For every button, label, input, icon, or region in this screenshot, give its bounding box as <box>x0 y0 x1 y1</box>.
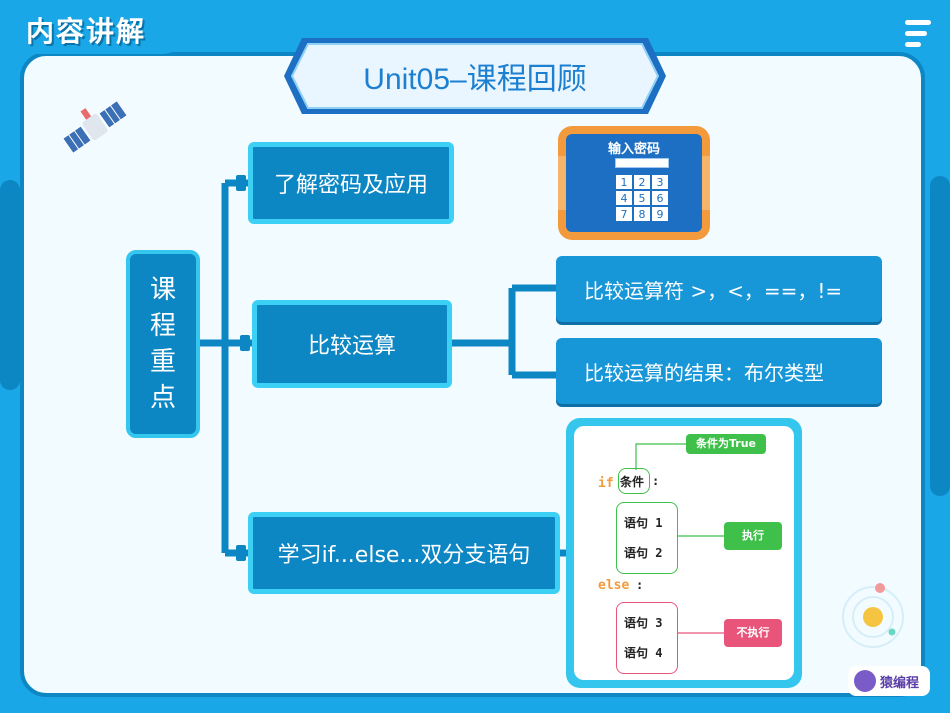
leaf-boolean-label: 比较运算的结果：布尔类型 <box>584 360 824 385</box>
keypad-key: 6 <box>651 190 669 206</box>
stmt-4: 语句 4 <box>624 646 663 660</box>
header-tab <box>0 0 190 54</box>
root-label: 课程重点 <box>149 275 176 413</box>
keypad-key: 9 <box>651 206 669 222</box>
keypad-key: 7 <box>615 206 633 222</box>
leaf-operators-label: 比较运算符 >，<，==，!= <box>584 278 843 303</box>
keypad-body: 输入密码 1 2 3 4 5 6 7 8 9 <box>566 134 702 232</box>
if-keyword: if <box>598 476 614 491</box>
leaf-boolean: 比较运算的结果：布尔类型 <box>556 338 882 404</box>
left-rail <box>0 180 20 390</box>
stmt-3: 语句 3 <box>624 616 663 630</box>
else-colon: : <box>636 578 644 592</box>
diagram-connectors <box>635 443 724 634</box>
if-colon: : <box>652 474 660 488</box>
stmt-1: 语句 1 <box>624 516 663 530</box>
if-else-diagram: 条件为True if 条件 : 语句 1 语句 2 执行 else : 语句 3… <box>566 418 802 688</box>
if-block-box <box>616 502 678 574</box>
keypad-key: 8 <box>633 206 651 222</box>
header-title: 内容讲解 <box>26 15 147 48</box>
node-if-else-label: 学习if...else...双分支语句 <box>277 543 531 568</box>
node-password: 了解密码及应用 <box>248 142 454 224</box>
brand-logo-icon <box>854 670 876 692</box>
brand-label: 猿编程 <box>880 675 920 691</box>
root-node: 课程重点 <box>126 250 200 438</box>
leaf-operators: 比较运算符 >，<，==，!= <box>556 256 882 322</box>
else-keyword: else <box>598 578 630 593</box>
if-else-diagram-inner: 条件为True if 条件 : 语句 1 语句 2 执行 else : 语句 3… <box>574 426 794 680</box>
node-comparison: 比较运算 <box>252 300 452 388</box>
keypad-key: 3 <box>651 174 669 190</box>
tag-condition-true: 条件为True <box>686 434 766 454</box>
tag-execute: 执行 <box>724 522 782 550</box>
menu-icon[interactable] <box>905 20 931 48</box>
right-rail <box>930 176 950 496</box>
keypad-grid: 1 2 3 4 5 6 7 8 9 <box>615 174 669 222</box>
keypad-key: 5 <box>633 190 651 206</box>
keypad-key: 1 <box>615 174 633 190</box>
else-block-box <box>616 602 678 674</box>
title-banner: Unit05–课程回顾 <box>282 36 668 116</box>
keypad-key: 4 <box>615 190 633 206</box>
stmt-2: 语句 2 <box>624 546 663 560</box>
brand-badge: 猿编程 <box>848 666 930 696</box>
condition-label: 条件 <box>620 475 645 489</box>
keypad-title: 输入密码 <box>607 142 660 157</box>
tag-not-execute: 不执行 <box>724 619 782 647</box>
satellite-icon <box>62 100 128 154</box>
keypad-illustration: 输入密码 1 2 3 4 5 6 7 8 9 <box>558 126 710 240</box>
sun-planet-icon <box>842 583 904 648</box>
keypad-input <box>615 158 669 168</box>
node-if-else: 学习if...else...双分支语句 <box>248 512 560 594</box>
node-comparison-label: 比较运算 <box>307 334 396 359</box>
keypad-key: 2 <box>633 174 651 190</box>
node-password-label: 了解密码及应用 <box>273 173 428 198</box>
condition-box <box>618 468 650 494</box>
title-text: Unit05–课程回顾 <box>363 63 587 96</box>
